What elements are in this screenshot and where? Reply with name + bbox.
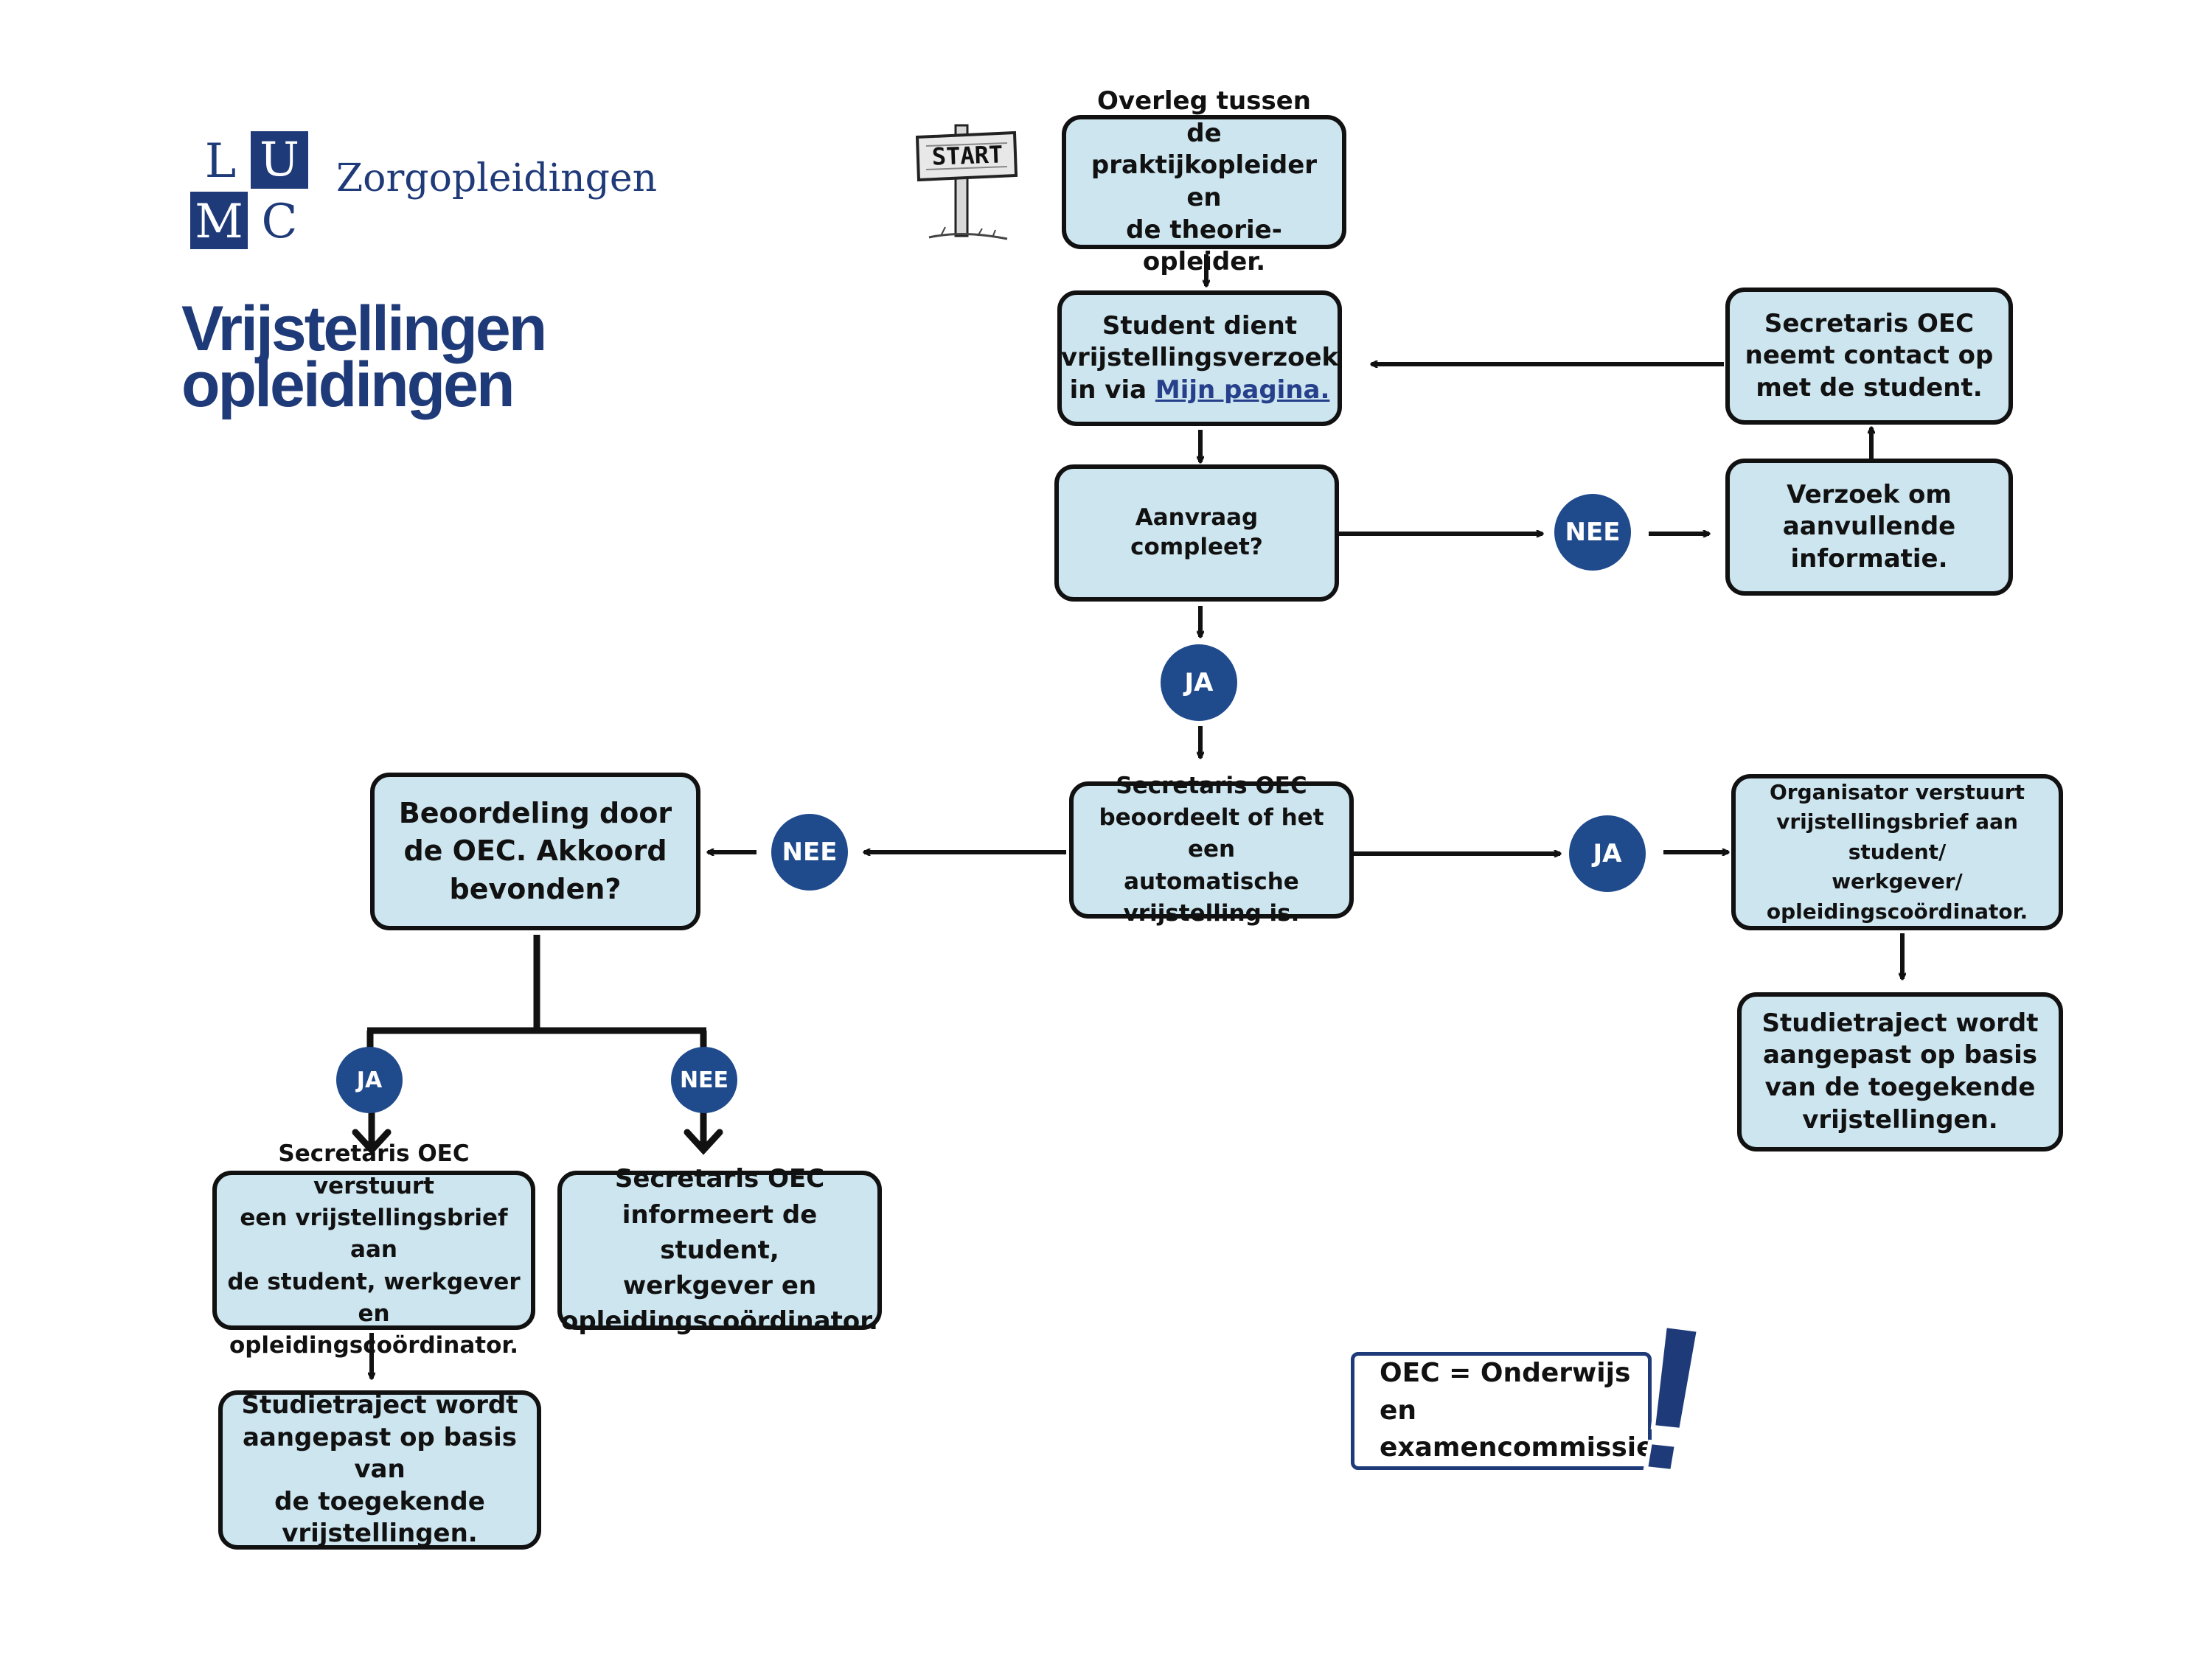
node-beoordeling-oec-label: Beoordeling door de OEC. Akkoord bevonde…	[398, 797, 672, 905]
node-secretaris-contact-label: Secretaris OEC neemt contact op met de s…	[1745, 308, 1994, 403]
node-beoordeling-oec: Beoordeling door de OEC. Akkoord bevonde…	[370, 773, 700, 930]
node-organisator-verstuurt: Organisator verstuurt vrijstellingsbrief…	[1731, 774, 2063, 930]
logo-letter-c: C	[261, 195, 298, 249]
node-overleg-label: Overleg tussen de praktijkopleider en de…	[1091, 86, 1318, 277]
logo-letter-m: M	[195, 195, 243, 249]
node-aanvraag-compleet-label: Aanvraag compleet?	[1130, 504, 1263, 560]
node-secretaris-beoordeelt-label: Secretaris OEC beoordeelt of het een aut…	[1099, 772, 1324, 927]
decision-ja-automatisch: JA	[1569, 815, 1646, 892]
page-title-line1: Vrijstellingen	[181, 293, 547, 364]
node-studietraject-rechts: Studietraject wordt aangepast op basis v…	[1737, 992, 2063, 1151]
node-studietraject-links: Studietraject wordt aangepast op basis v…	[218, 1390, 541, 1550]
node-student-dient-label: Student dient vrijstellingsverzoek in vi…	[1061, 310, 1338, 407]
decision-ja-akkoord: JA	[336, 1047, 403, 1113]
node-secretaris-verstuurt: Secretaris OEC verstuurt een vrijstellin…	[212, 1140, 535, 1359]
node-student-dient-text: Student dient vrijstellingsverzoek in vi…	[1060, 310, 1339, 405]
logo-letter-l: L	[204, 134, 237, 189]
exclamation-icon	[1638, 1320, 1705, 1477]
node-secretaris-contact: Secretaris OEC neemt contact op met de s…	[1725, 288, 2013, 425]
page-title-line2: opleidingen	[181, 349, 515, 420]
node-secretaris-beoordeelt: Secretaris OEC beoordeelt of het een aut…	[1069, 773, 1354, 927]
oec-note: OEC = Onderwijs en examencommissie	[1351, 1352, 1655, 1470]
start-signpost: START	[911, 119, 1022, 245]
node-student-dient: Student dient vrijstellingsverzoek in vi…	[1057, 290, 1342, 426]
decision-ja-compleet: JA	[1161, 644, 1237, 721]
decision-nee-automatisch: NEE	[771, 814, 848, 891]
page-title: Vrijstellingen opleidingen	[181, 293, 547, 420]
node-aanvraag-compleet: Aanvraag compleet?	[1054, 464, 1339, 602]
node-overleg: Overleg tussen de praktijkopleider en de…	[1062, 86, 1346, 276]
node-studietraject-rechts-label: Studietraject wordt aangepast op basis v…	[1761, 1008, 2039, 1135]
node-secretaris-informeert-label: Secretaris OEC informeert de student, we…	[560, 1164, 879, 1337]
lumc-logo: L U M C	[190, 131, 308, 249]
node-organisator-verstuurt-label: Organisator verstuurt vrijstellingsbrief…	[1766, 779, 2028, 924]
logo-square-top-right	[251, 131, 308, 189]
node-verzoek-informatie: Verzoek om aanvullende informatie.	[1725, 459, 2013, 596]
start-signpost-icon	[915, 124, 1018, 240]
node-verzoek-informatie-label: Verzoek om aanvullende informatie.	[1782, 479, 1956, 574]
logo-letter-u: U	[260, 133, 299, 187]
node-studietraject-links-label: Studietraject wordt aangepast op basis v…	[241, 1390, 518, 1549]
logo-subtitle: Zorgopleidingen	[336, 156, 658, 201]
node-secretaris-informeert: Secretaris OEC informeert de student, we…	[557, 1164, 882, 1336]
node-secretaris-verstuurt-label: Secretaris OEC verstuurt een vrijstellin…	[227, 1140, 521, 1359]
mijn-pagina-link[interactable]: Mijn pagina.	[1155, 374, 1330, 405]
decision-nee-compleet: NEE	[1554, 494, 1631, 571]
oec-note-text: OEC = Onderwijs en examencommissie	[1380, 1358, 1655, 1463]
decision-nee-akkoord: NEE	[671, 1047, 737, 1113]
logo-square-bottom-left	[190, 192, 248, 249]
